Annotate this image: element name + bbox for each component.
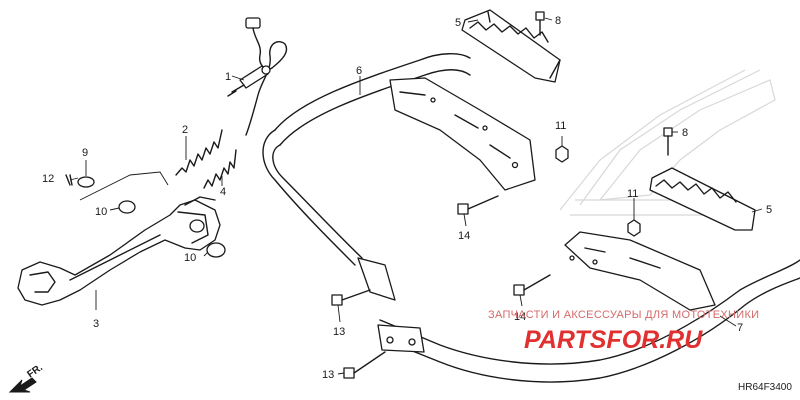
spring-2 bbox=[175, 129, 223, 176]
footrest-lower bbox=[649, 167, 756, 231]
callout-8-lower: 8 bbox=[682, 127, 688, 139]
bolt-14-lower bbox=[513, 274, 551, 296]
callout-5-lower: 5 bbox=[766, 204, 772, 216]
callout-2: 2 bbox=[182, 124, 188, 136]
callout-13-upper: 13 bbox=[333, 326, 345, 338]
nut-11-lower bbox=[627, 219, 641, 237]
callout-11-lower: 11 bbox=[627, 188, 638, 200]
step-bar-upper bbox=[262, 53, 536, 301]
step-bar-lower bbox=[377, 231, 800, 383]
bolt-14-upper bbox=[457, 195, 499, 215]
bolt-13-upper bbox=[331, 289, 371, 306]
callout-4: 4 bbox=[220, 186, 226, 198]
callout-14-upper: 14 bbox=[458, 230, 470, 242]
callout-10-lower: 10 bbox=[184, 252, 196, 264]
leader-lines bbox=[69, 17, 763, 375]
diagram-code: HR64F3400 bbox=[738, 382, 792, 393]
watermark-logo: PARTSFOR.RU bbox=[524, 326, 703, 354]
bushing-10-lower bbox=[206, 242, 226, 258]
brake-switch bbox=[227, 17, 288, 136]
callout-3: 3 bbox=[93, 318, 99, 330]
callout-13-lower: 13 bbox=[322, 369, 334, 381]
bushing-10-upper bbox=[118, 200, 136, 214]
site-watermark: ЗАПЧАСТИ И АКСЕССУАРЫ ДЛЯ МОТОТЕХНИКИ PA… bbox=[488, 309, 759, 354]
bolt-8-upper bbox=[535, 11, 545, 36]
callout-11-upper: 11 bbox=[555, 120, 566, 132]
pedal-outline bbox=[79, 171, 169, 201]
nut-11-upper bbox=[555, 145, 569, 163]
watermark-caption: ЗАПЧАСТИ И АКСЕССУАРЫ ДЛЯ МОТОТЕХНИКИ bbox=[488, 309, 759, 321]
callout-9: 9 bbox=[82, 147, 88, 159]
washer-9 bbox=[77, 176, 95, 188]
direction-label: FR. bbox=[25, 362, 45, 380]
callout-8-upper: 8 bbox=[555, 15, 561, 27]
callout-12: 12 bbox=[42, 173, 54, 185]
brake-pedal bbox=[17, 196, 221, 306]
callout-7: 7 bbox=[737, 322, 743, 334]
callout-14-lower: 14 bbox=[514, 311, 526, 323]
callout-10-upper: 10 bbox=[95, 206, 107, 218]
callout-5-upper: 5 bbox=[455, 17, 461, 29]
callout-1: 1 bbox=[225, 71, 231, 83]
front-direction-arrow: FR. bbox=[8, 362, 45, 393]
spring-4 bbox=[203, 149, 237, 189]
bolt-8-lower bbox=[663, 127, 673, 156]
callout-6: 6 bbox=[356, 65, 362, 77]
bolt-13-lower bbox=[343, 351, 386, 379]
footrest-upper bbox=[461, 9, 561, 83]
